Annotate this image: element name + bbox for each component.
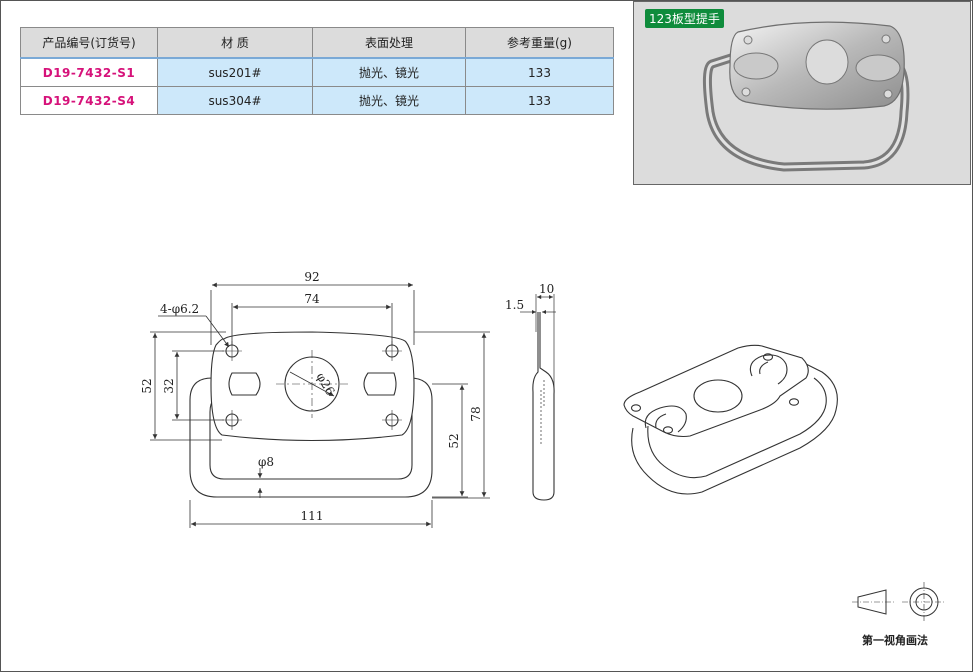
header-material: 材 质 — [157, 27, 313, 59]
spec-table: 产品编号(订货号) 材 质 表面处理 参考重量(g) D19-7432-S1 s… — [20, 27, 614, 115]
row-code: D19-7432-S4 — [20, 86, 158, 115]
header-code: 产品编号(订货号) — [20, 27, 158, 59]
table-header-row: 产品编号(订货号) 材 质 表面处理 参考重量(g) — [20, 27, 614, 59]
row-finish: 抛光、镜光 — [312, 86, 466, 115]
projection-label: 第一视角画法 — [862, 634, 928, 647]
photo-label: 123板型提手 — [645, 9, 724, 28]
table-row: D19-7432-S1 sus201# 抛光、镜光 133 — [20, 57, 614, 87]
row-code: D19-7432-S1 — [20, 57, 158, 87]
header-finish: 表面处理 — [312, 27, 466, 59]
handle-photo-image — [702, 21, 910, 172]
row-finish: 抛光、镜光 — [312, 57, 466, 87]
row-weight: 133 — [465, 86, 614, 115]
row-weight: 133 — [465, 57, 614, 87]
header-weight: 参考重量(g) — [465, 27, 614, 59]
row-material: sus304# — [157, 86, 313, 115]
product-photo: 123板型提手 — [633, 1, 971, 185]
table-row: D19-7432-S4 sus304# 抛光、镜光 133 — [20, 86, 614, 115]
row-material: sus201# — [157, 57, 313, 87]
